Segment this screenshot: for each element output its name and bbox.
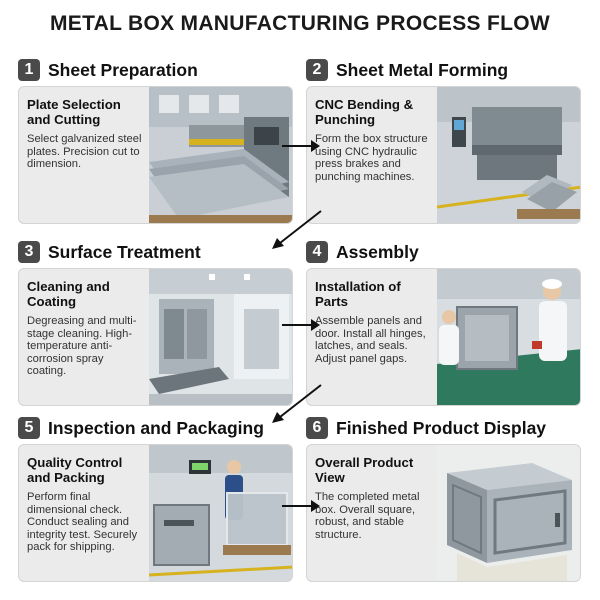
step-description: Degreasing and multi-stage cleaning. Hig… — [27, 315, 137, 378]
step-header: 4 Assembly — [306, 240, 419, 264]
arrow-down-left-icon — [272, 210, 322, 249]
finished-box-photo — [437, 445, 580, 581]
step-card-text: Plate Selection and Cutting Select galva… — [27, 97, 145, 171]
arrow-right-icon — [282, 140, 320, 152]
step-subtitle: Installation of Parts — [315, 279, 401, 309]
step-header: 5 Inspection and Packaging — [18, 416, 264, 440]
step-card: CNC Bending & Punching Form the box stru… — [306, 86, 581, 224]
step-subtitle: CNC Bending & Punching — [315, 97, 414, 127]
step-card-text: CNC Bending & Punching Form the box stru… — [315, 97, 433, 183]
arrow-right-icon — [282, 319, 320, 331]
step-number-badge: 2 — [306, 59, 328, 81]
step-description: Assemble panels and door. Install all hi… — [315, 315, 426, 365]
step-title: Finished Product Display — [336, 417, 547, 438]
step-number-badge: 4 — [306, 241, 328, 263]
step-card: Plate Selection and Cutting Select galva… — [18, 86, 293, 224]
step-title: Inspection and Packaging — [48, 417, 264, 438]
step-subtitle: Cleaning and Coating — [27, 279, 110, 309]
step-description: Form the box structure using CNC hydraul… — [315, 133, 428, 183]
step-card: Installation of Parts Assemble panels an… — [306, 268, 581, 406]
step-card-text: Cleaning and Coating Degreasing and mult… — [27, 279, 145, 378]
step-title: Surface Treatment — [48, 241, 201, 262]
step-card-text: Overall Product View The completed metal… — [315, 455, 433, 541]
step-header: 2 Sheet Metal Forming — [306, 58, 508, 82]
step-title: Sheet Preparation — [48, 59, 198, 80]
step-header: 6 Finished Product Display — [306, 416, 546, 440]
step-subtitle: Quality Control and Packing — [27, 455, 123, 485]
press-brake-photo — [437, 87, 580, 223]
step-card: Overall Product View The completed metal… — [306, 444, 581, 582]
step-card-text: Quality Control and Packing Perform fina… — [27, 455, 145, 554]
step-title: Sheet Metal Forming — [336, 59, 509, 80]
arrow-down-left-icon — [272, 384, 322, 423]
step-header: 1 Sheet Preparation — [18, 58, 198, 82]
coating-line-photo — [149, 269, 292, 405]
assembly-workers-photo — [437, 269, 580, 405]
step-description: The completed metal box. Overall square,… — [315, 491, 420, 541]
arrow-right-icon — [282, 500, 320, 512]
page-title: METAL BOX MANUFACTURING PROCESS FLOW — [49, 12, 550, 35]
inspection-packing-photo — [149, 445, 292, 581]
step-number-badge: 6 — [306, 417, 328, 439]
step-card: Quality Control and Packing Perform fina… — [18, 444, 293, 582]
step-header: 3 Surface Treatment — [18, 240, 201, 264]
step-subtitle: Plate Selection and Cutting — [27, 97, 121, 127]
step-number-badge: 3 — [18, 241, 40, 263]
step-number-badge: 1 — [18, 59, 40, 81]
step-number-badge: 5 — [18, 417, 40, 439]
step-card: Cleaning and Coating Degreasing and mult… — [18, 268, 293, 406]
step-description: Select galvanized steel plates. Precisio… — [27, 133, 142, 171]
step-subtitle: Overall Product View — [315, 455, 414, 485]
step-title: Assembly — [336, 241, 419, 262]
step-description: Perform final dimensional check. Conduct… — [27, 491, 138, 554]
cutting-machine-photo — [149, 87, 292, 223]
step-card-text: Installation of Parts Assemble panels an… — [315, 279, 433, 365]
